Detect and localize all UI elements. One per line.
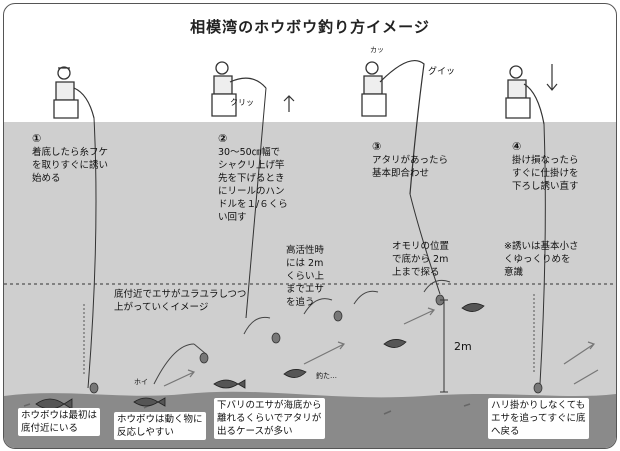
step-1-number: ① [32,132,42,145]
sfx-kaa: カッ [370,46,384,54]
angler-3 [361,60,425,195]
diagram-drawing [4,60,616,448]
line-1 [87,117,97,389]
page-title: 相模湾のホウボウ釣り方イメージ [190,18,430,36]
motion-arrows [163,307,599,387]
step-4-text: 掛け損なったらすぐに仕掛けを下ろし誘い直す [512,155,579,192]
lower-bait-note: 下バリのエサが海底から離れるくらいでアタリが出るケースが多い [214,398,325,439]
slow-note: ※誘いは基本小さくゆっくりめを意識 [504,241,579,278]
fish-bottom-note: ホウボウは最初は底付近にいる [18,408,101,436]
line-4 [539,123,546,385]
depth-label: 2m [454,340,472,353]
step-1-text: 着底したら糸フケを取りすぐに誘い始める [32,147,109,184]
up-down-arrow [283,95,295,112]
step-4-number: ④ [512,140,522,153]
down-arrow [546,64,558,91]
depth-marker [440,299,448,393]
sfx-hoi: ホイ [134,378,148,386]
diagram-frame: 相模湾のホウボウ釣り方イメージ ① 着底したら糸フケを取りすぐに誘い始める ② … [3,3,617,449]
fish-react-note: ホウボウは動く物に反応しやすい [114,412,206,440]
angler-4 [505,65,545,125]
rising-note: 底付近でエサがユラユラしつつ上がっていくイメージ [114,289,247,313]
rig-path [153,279,451,385]
step-2-text: 30〜50㎝幅でシャクリ上げ竿先を下げるときにリールのハンドルを１/６くらい回す [218,147,288,223]
angler-2 [211,61,267,117]
snag-note: ハリ掛かりしなくてもエサを追ってすぐに底へ戻る [488,398,589,439]
sfx-guii: グイッ [428,67,456,77]
step-3-number: ③ [372,140,382,153]
step-2-number: ② [218,132,228,145]
sfx-kuri: クリッ [230,98,254,107]
angler-1 [53,66,95,119]
sea-area [4,122,616,448]
step-3-text: アタリがあったら基本即合わせ [372,155,449,179]
fish-group [35,303,485,410]
line-2 [245,87,267,319]
sfx-zawa: 釣た… [316,372,337,380]
